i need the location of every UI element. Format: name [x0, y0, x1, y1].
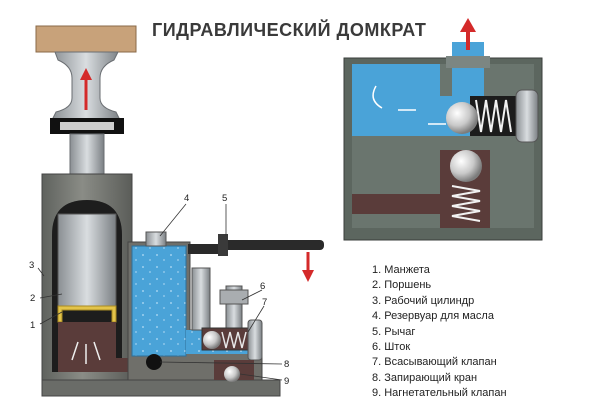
legend-item: 9. Нагнетательный клапан	[372, 387, 507, 400]
legend-item: 5. Рычаг	[372, 325, 416, 338]
discharge-valve-ball	[224, 366, 240, 382]
pressure-chamber	[58, 322, 116, 372]
piston	[57, 213, 117, 307]
legend-item: 7. Всасывающий клапан	[372, 356, 497, 369]
valve-detail-inset	[343, 18, 543, 241]
legend-item: 4. Резервуар для масла	[372, 310, 494, 323]
legend-item: 2. Поршень	[372, 279, 432, 292]
load-block	[35, 25, 137, 53]
legend-item: 3. Рабочий цилиндр	[372, 294, 475, 307]
up-arrow-icon	[460, 18, 476, 50]
callout-8: 8	[284, 359, 289, 370]
oil-reservoir	[131, 245, 187, 357]
inset-spring-horizontal	[475, 99, 512, 133]
shutoff-valve	[146, 354, 162, 370]
callout-7: 7	[262, 297, 267, 308]
suction-valve-spring	[221, 331, 247, 349]
pump-assembly	[127, 231, 324, 382]
callout-2: 2	[30, 293, 35, 304]
plunger-housing	[191, 267, 211, 331]
inset-ball-lower	[450, 150, 482, 182]
inset-ball-upper	[446, 102, 478, 134]
legend-item: 8. Запирающий кран	[372, 371, 478, 384]
lever	[220, 240, 324, 250]
inset-spring-vertical	[451, 185, 481, 222]
diagram-title: ГИДРАВЛИЧЕСКИЙ ДОМКРАТ	[152, 20, 427, 40]
callout-5: 5	[222, 193, 227, 204]
main-jack	[35, 25, 281, 397]
legend: 1. Манжета 2. Поршень 3. Рабочий цилиндр…	[372, 263, 507, 402]
piston-rod	[69, 133, 105, 175]
callout-lines	[37, 203, 283, 381]
filler-cap	[145, 231, 167, 247]
callout-3: 3	[29, 260, 34, 271]
down-arrow-icon	[302, 252, 314, 282]
legend-item: 6. Шток	[372, 341, 411, 354]
callout-4: 4	[184, 193, 189, 204]
suction-valve-ball	[203, 331, 221, 349]
callout-9: 9	[284, 376, 289, 387]
up-arrow-icon	[80, 68, 92, 110]
callout-6: 6	[260, 281, 265, 292]
legend-item: 1. Манжета	[372, 264, 430, 276]
callout-1: 1	[30, 320, 35, 331]
